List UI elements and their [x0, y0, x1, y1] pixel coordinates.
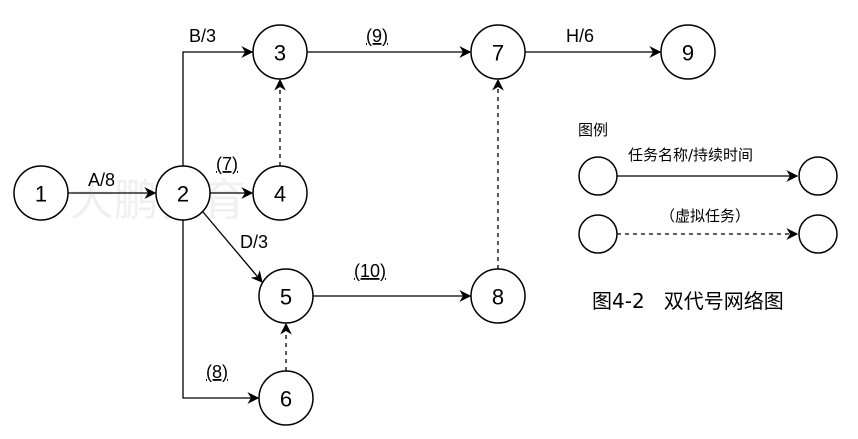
edges-layer — [68, 46, 662, 404]
node-label-8: 8 — [492, 285, 504, 310]
node-label-5: 5 — [280, 285, 292, 310]
edge-label-5-8: (10) — [354, 261, 386, 281]
legend-dashed-end-node — [798, 214, 838, 254]
node-label-9: 9 — [682, 41, 694, 66]
edge-label-2-3: B/3 — [189, 26, 216, 46]
nodes-layer: 1 2 3 4 5 6 7 8 9 — [13, 24, 716, 426]
node-7: 7 — [470, 24, 526, 80]
node-label-2: 2 — [177, 182, 189, 207]
node-label-3: 3 — [274, 41, 286, 66]
legend-dashed-start-node — [578, 214, 618, 254]
node-circle-9 — [660, 24, 716, 80]
edge-2-6 — [182, 220, 260, 404]
figure-caption: 图4-2 双代号网络图 — [592, 289, 784, 313]
node-label-7: 7 — [492, 41, 504, 66]
edge-label-1-2: A/8 — [88, 170, 115, 190]
legend-solid-end-node — [798, 156, 838, 196]
edge-label-2-4: (7) — [216, 154, 238, 174]
legend-solid-label: 任务名称/持续时间 — [628, 146, 753, 164]
node-9: 9 — [660, 24, 716, 80]
edge-2-3 — [182, 46, 254, 166]
node-circle-6 — [258, 370, 314, 426]
legend-dashed-label: （虚拟任务） — [660, 207, 750, 225]
node-circle-4 — [252, 165, 308, 221]
legend: 图例 任务名称/持续时间 （虚拟任务） — [578, 121, 838, 254]
node-3: 3 — [252, 24, 308, 80]
node-2: 2 — [155, 165, 211, 221]
node-circle-2 — [155, 165, 211, 221]
node-circle-5 — [258, 268, 314, 324]
node-label-6: 6 — [280, 387, 292, 412]
legend-solid-start-node — [578, 156, 618, 196]
node-circle-3 — [252, 24, 308, 80]
node-label-4: 4 — [274, 182, 286, 207]
edge-label-7-9: H/6 — [566, 26, 594, 46]
node-1: 1 — [13, 165, 69, 221]
edge-label-2-6: (8) — [206, 362, 228, 382]
edge-2-5 — [202, 211, 263, 283]
edge-labels-layer: A/8 B/3 (7) D/3 (8) (9) (10) H/6 — [88, 26, 594, 382]
legend-title: 图例 — [578, 121, 608, 139]
node-4: 4 — [252, 165, 308, 221]
node-6: 6 — [258, 370, 314, 426]
node-circle-1 — [13, 165, 69, 221]
node-8: 8 — [470, 268, 526, 324]
edge-label-3-7: (9) — [366, 26, 388, 46]
node-label-1: 1 — [35, 182, 47, 207]
node-circle-7 — [470, 24, 526, 80]
node-5: 5 — [258, 268, 314, 324]
node-circle-8 — [470, 268, 526, 324]
edge-label-2-5: D/3 — [240, 232, 268, 252]
